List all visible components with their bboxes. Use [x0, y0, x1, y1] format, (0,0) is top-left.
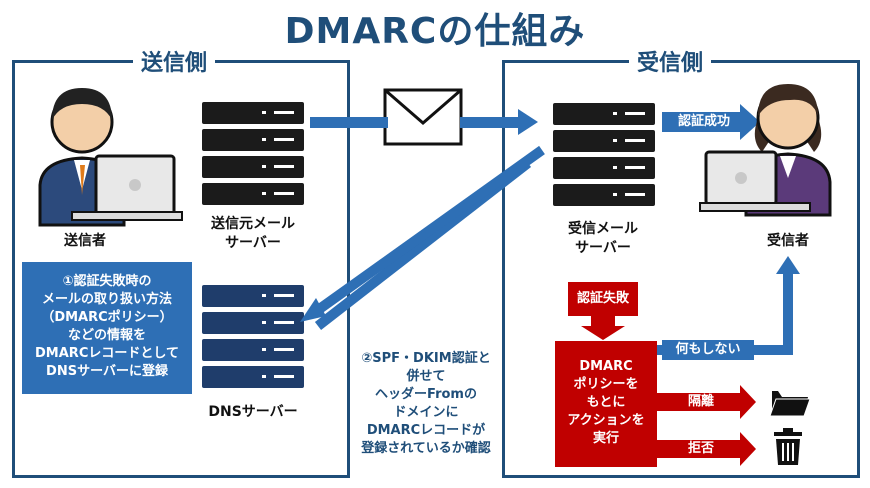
auth-failure-label: 認証失敗 [576, 291, 629, 306]
dns-registration-note: ①認証失敗時の メールの取り扱い方法 （DMARCポリシー） などの情報を DM… [22, 262, 192, 394]
dmarc-check-note: ②SPF・DKIM認証と 併せて ヘッダーFromの ドメインに DMARCレコ… [350, 350, 502, 458]
sending-server-icon [202, 102, 304, 205]
check-note-line: 登録されているか確認 [361, 441, 491, 456]
action-quarantine-label: 隔離 [687, 394, 714, 409]
sender-panel-label: 送信側 [133, 45, 216, 77]
receiving-server-label-line2: サーバー [575, 240, 631, 256]
receiving-server-label: 受信メール サーバー [536, 220, 670, 258]
policy-line: 実行 [592, 431, 619, 446]
receiving-server-label-line1: 受信メール [568, 221, 638, 237]
dns-server-label: DNSサーバー [208, 404, 298, 420]
sending-server-label-line1: 送信元メール [211, 216, 295, 232]
check-note-line: ヘッダーFromの [375, 387, 477, 402]
dmarc-policy-box: DMARC ポリシーを もとに アクションを 実行 [555, 341, 657, 467]
sending-server-label: 送信元メール サーバー [186, 215, 320, 253]
dns-server-icon [202, 285, 304, 388]
check-note-line: 併せて [406, 369, 446, 384]
check-note-line: ②SPF・DKIM認証と [361, 351, 491, 366]
check-note-line: ドメインに [393, 405, 459, 420]
action-none-connector [657, 256, 800, 355]
sender-person-icon [38, 88, 183, 227]
dns-note-line: DNSサーバーに登録 [46, 364, 168, 379]
receiver-label: 受信者 [767, 233, 809, 249]
auth-success-label: 認証成功 [677, 114, 730, 129]
action-none-label: 何もしない [662, 340, 754, 360]
auth-success-arrow [662, 104, 760, 140]
check-note-line: DMARCレコードが [366, 423, 486, 438]
page-title: DMARCの仕組み [284, 11, 586, 52]
policy-line: もとに [586, 395, 626, 410]
dns-note-line: メールの取り扱い方法 [41, 292, 172, 307]
trash-icon [774, 428, 802, 465]
receiver-person-icon [699, 84, 832, 217]
policy-line: ポリシーを [573, 377, 639, 392]
dns-note-line: DMARCレコードとして [35, 346, 179, 361]
auth-failure-arrow [568, 282, 638, 340]
action-quarantine-arrow [657, 385, 756, 419]
dns-note-line: （DMARCポリシー） [41, 310, 173, 325]
envelope-icon [383, 88, 463, 146]
folder-icon [769, 391, 811, 417]
dns-note-line: などの情報を [67, 328, 146, 343]
dns-note-line: ①認証失敗時の [62, 274, 152, 289]
receiving-server-icon [553, 103, 655, 206]
policy-line: DMARC [579, 359, 633, 374]
action-reject-label: 拒否 [687, 441, 714, 456]
dns-query-arrow [300, 145, 545, 330]
sending-server-label-line2: サーバー [225, 235, 281, 251]
sender-label: 送信者 [64, 233, 106, 249]
action-reject-arrow [657, 432, 756, 466]
policy-line: アクションを [567, 413, 645, 428]
receiver-panel-label: 受信側 [629, 45, 712, 77]
mail-flow-arrow [310, 109, 538, 135]
